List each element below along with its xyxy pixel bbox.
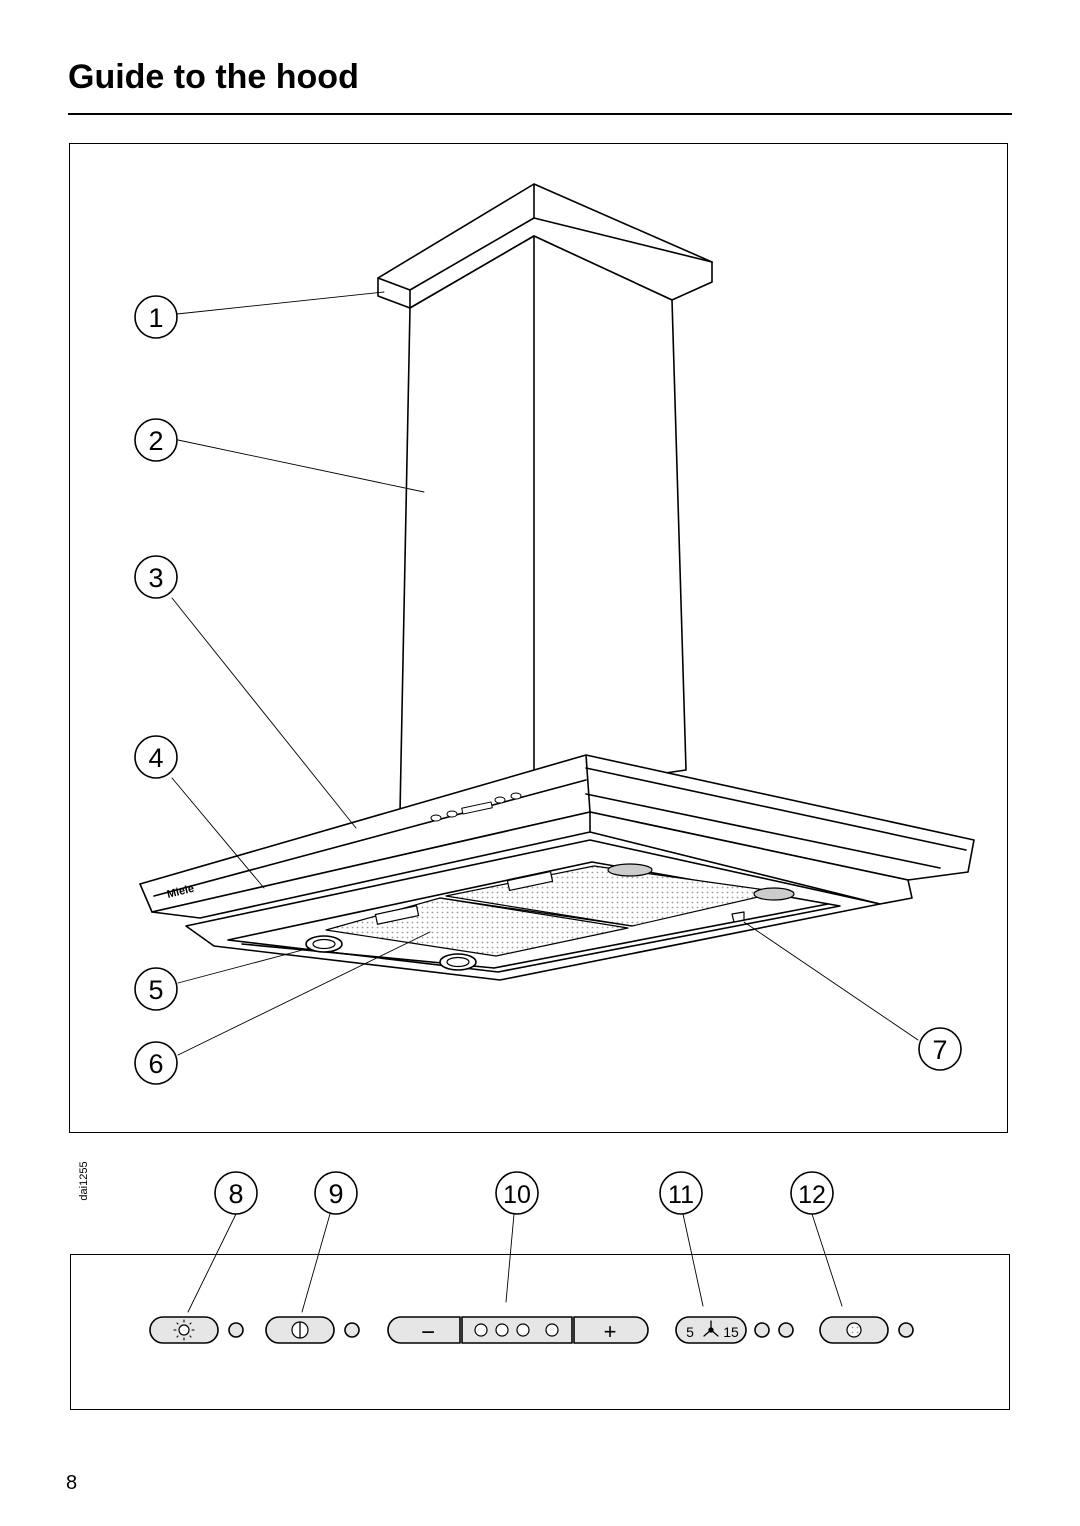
timer-15-indicator (778, 1322, 794, 1338)
title-rule (68, 113, 1012, 115)
chimney (377, 183, 713, 813)
svg-text:4: 4 (148, 743, 163, 773)
page-number: 8 (66, 1472, 78, 1494)
svg-text:5: 5 (686, 1324, 694, 1340)
power-indicator (344, 1322, 360, 1338)
callout-11: 11 (659, 1171, 703, 1215)
svg-text:8: 8 (228, 1179, 243, 1209)
fan-minus-button[interactable]: − (387, 1316, 461, 1346)
filter-icon (846, 1322, 862, 1338)
panel-callouts: 8 9 10 11 12 (214, 1171, 834, 1215)
filter-indicator (898, 1322, 914, 1338)
figure-callouts: 1 2 3 4 5 6 7 (134, 295, 962, 1085)
timer-5-indicator (754, 1322, 770, 1338)
fan-level-display (461, 1316, 573, 1344)
hood-illustration-frame (69, 143, 1008, 1133)
svg-text:6: 6 (148, 1049, 163, 1079)
control-panel: − + 5 15 (149, 1316, 914, 1346)
svg-text:1: 1 (148, 303, 163, 333)
svg-text:9: 9 (328, 1179, 343, 1209)
canopy (139, 754, 975, 981)
sensor-icon (731, 911, 745, 923)
fan-plus-button[interactable]: + (573, 1316, 649, 1344)
callout-12: 12 (790, 1171, 834, 1215)
svg-text:12: 12 (798, 1181, 826, 1209)
callout-4: 4 (134, 735, 178, 779)
svg-text:5: 5 (148, 975, 163, 1005)
lighting-indicator (228, 1322, 244, 1338)
svg-text:7: 7 (932, 1035, 947, 1065)
control-panel-frame (70, 1254, 1010, 1410)
svg-text:10: 10 (503, 1181, 531, 1209)
callout-6: 6 (134, 1041, 178, 1085)
filter-reset-button[interactable] (819, 1316, 889, 1344)
callout-8: 8 (214, 1171, 258, 1215)
halogen-lights (305, 863, 795, 971)
grease-filters (325, 865, 781, 957)
panel-leader-lines (187, 1213, 843, 1313)
callout-3: 3 (134, 555, 178, 599)
callout-9: 9 (314, 1171, 358, 1215)
callout-5: 5 (134, 967, 178, 1011)
callout-2: 2 (134, 418, 178, 462)
callout-7: 7 (918, 1027, 962, 1071)
svg-text:+: + (604, 1319, 617, 1344)
svg-text:15: 15 (723, 1324, 739, 1340)
fan-icon (703, 1320, 719, 1337)
lighting-button[interactable] (149, 1316, 219, 1344)
leader-lines (171, 291, 919, 1056)
page-title: Guide to the hood (68, 58, 359, 96)
svg-text:−: − (421, 1319, 435, 1346)
canopy-control-strip (430, 792, 522, 822)
power-button[interactable] (265, 1316, 335, 1344)
callout-1: 1 (134, 295, 178, 339)
svg-text:11: 11 (668, 1181, 694, 1209)
svg-text:3: 3 (148, 563, 163, 593)
svg-text:2: 2 (148, 426, 163, 456)
run-on-timer-button[interactable]: 5 15 (675, 1316, 747, 1344)
callout-10: 10 (495, 1171, 539, 1215)
